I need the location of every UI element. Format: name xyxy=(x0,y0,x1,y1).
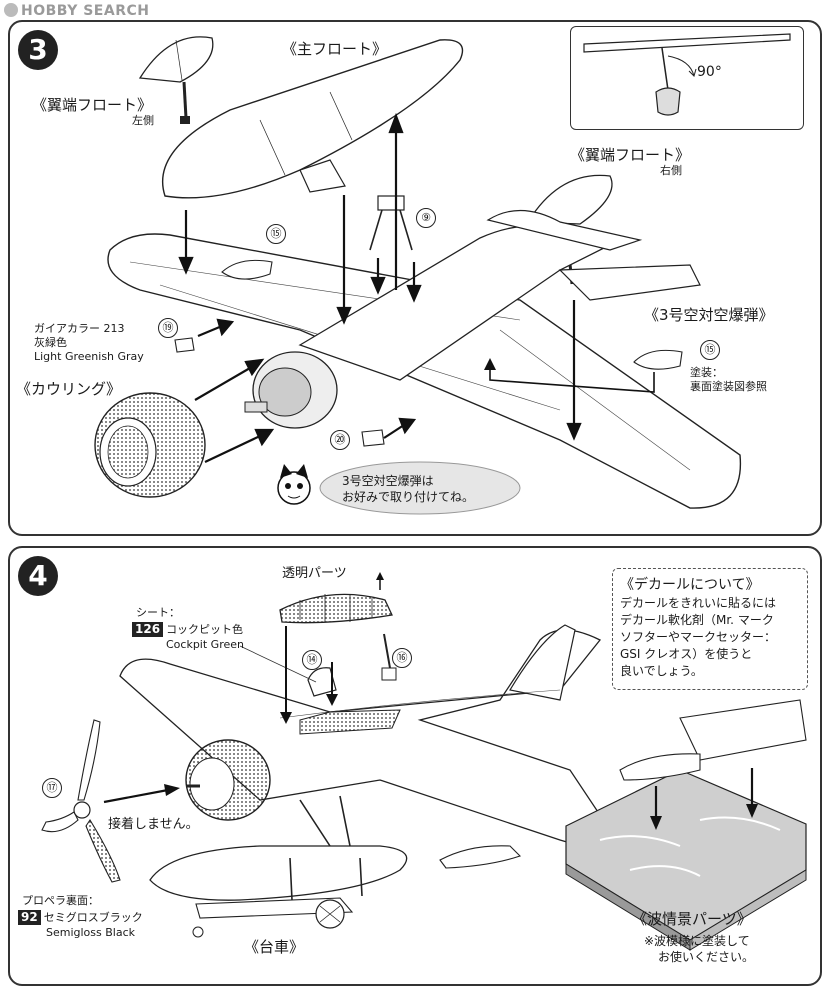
bomb-note-line1: 3号空対空爆弾は xyxy=(342,474,434,488)
decal-line-2: デカール軟化剤（Mr. マーク xyxy=(620,613,774,627)
wave-note-line2: お使いください。 xyxy=(658,950,755,964)
cockpit-color-jp: コックピット色 xyxy=(166,623,244,636)
seat-label: シート： xyxy=(136,606,180,619)
watermark: HOBBY SEARCH xyxy=(4,3,149,19)
decal-line-5: 良いでしょう。 xyxy=(620,664,703,678)
light-greenish-gray-en: Light Greenish Gray xyxy=(34,350,144,363)
prop-back-label: プロペラ裏面： xyxy=(22,894,99,907)
part-17-number: ⑰ xyxy=(42,778,62,798)
decal-line-4: GSI クレオス）を使うと xyxy=(620,647,753,661)
cockpit-color-en: Cockpit Green xyxy=(166,638,244,651)
color-code-126: 126 xyxy=(132,622,164,637)
part-15a-number: ⑮ xyxy=(266,224,286,244)
decal-line-1: デカールをきれいに貼るには xyxy=(620,596,777,610)
cart-label: 《台車》 xyxy=(244,938,305,956)
bomb-title-label: 《3号空対空爆弾》 xyxy=(644,306,774,324)
wingtip-float-left-label: 《翼端フロート》 xyxy=(32,96,153,114)
wave-note-line1: ※波模様に塗装して xyxy=(644,934,750,948)
semigloss-jp: セミグロスブラック xyxy=(43,911,143,924)
hobbysearch-logo-icon xyxy=(4,3,18,17)
part-15b-number: ⑮ xyxy=(700,340,720,360)
part-20-number: ⑳ xyxy=(330,430,350,450)
part-19-number: ⑲ xyxy=(158,318,178,338)
step3-number: 3 xyxy=(18,30,58,70)
gaia-color-label: ガイアカラー 213 xyxy=(34,322,125,335)
clear-parts-label: 透明パーツ xyxy=(282,566,347,581)
watermark-text: HOBBY SEARCH xyxy=(21,3,150,19)
decal-note-box xyxy=(612,568,808,690)
paint-ref-label: 裏面塗装図参照 xyxy=(690,380,767,393)
semigloss-en: Semigloss Black xyxy=(46,926,136,939)
part-16-number: ⑯ xyxy=(392,648,412,668)
part-14-number: ⑭ xyxy=(302,650,322,670)
cowling-label: 《カウリング》 xyxy=(16,380,122,398)
wave-title-label: 《波情景パーツ》 xyxy=(632,910,752,928)
no-glue-label: 接着しません。 xyxy=(108,817,199,832)
bomb-note-line2: お好みで取り付けてね。 xyxy=(342,490,475,504)
light-greenish-gray-jp: 灰緑色 xyxy=(34,336,67,349)
color-code-92: 92 xyxy=(18,910,41,925)
paint-label: 塗装： xyxy=(690,366,723,379)
decal-line-3: ソフターやマークセッター： xyxy=(620,630,777,644)
left-side-label: 左側 xyxy=(132,114,154,127)
decal-title: 《デカールについて》 xyxy=(620,577,760,593)
main-float-label: 《主フロート》 xyxy=(282,40,388,58)
inset-angle-label: 90° xyxy=(697,64,722,80)
part-9-number: ⑨ xyxy=(416,208,436,228)
step4-number: 4 xyxy=(18,556,58,596)
wingtip-float-right-label: 《翼端フロート》 xyxy=(570,146,691,164)
right-side-label: 右側 xyxy=(660,164,682,177)
